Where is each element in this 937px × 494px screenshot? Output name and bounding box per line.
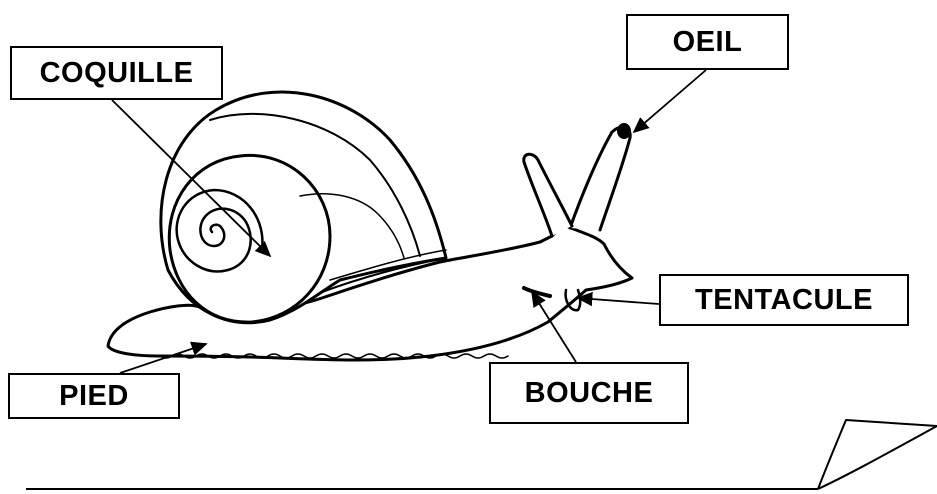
oeil-pointer [634, 70, 706, 132]
pied-label: PIED [8, 373, 180, 419]
bouche-label: BOUCHE [489, 362, 689, 424]
coquille-label: COQUILLE [10, 46, 223, 100]
snail-body [108, 92, 632, 360]
oeil-label: OEIL [626, 14, 789, 70]
page-curl [26, 420, 937, 489]
tentacule-pointer [578, 298, 659, 304]
tentacule-label: TENTACULE [659, 274, 909, 326]
